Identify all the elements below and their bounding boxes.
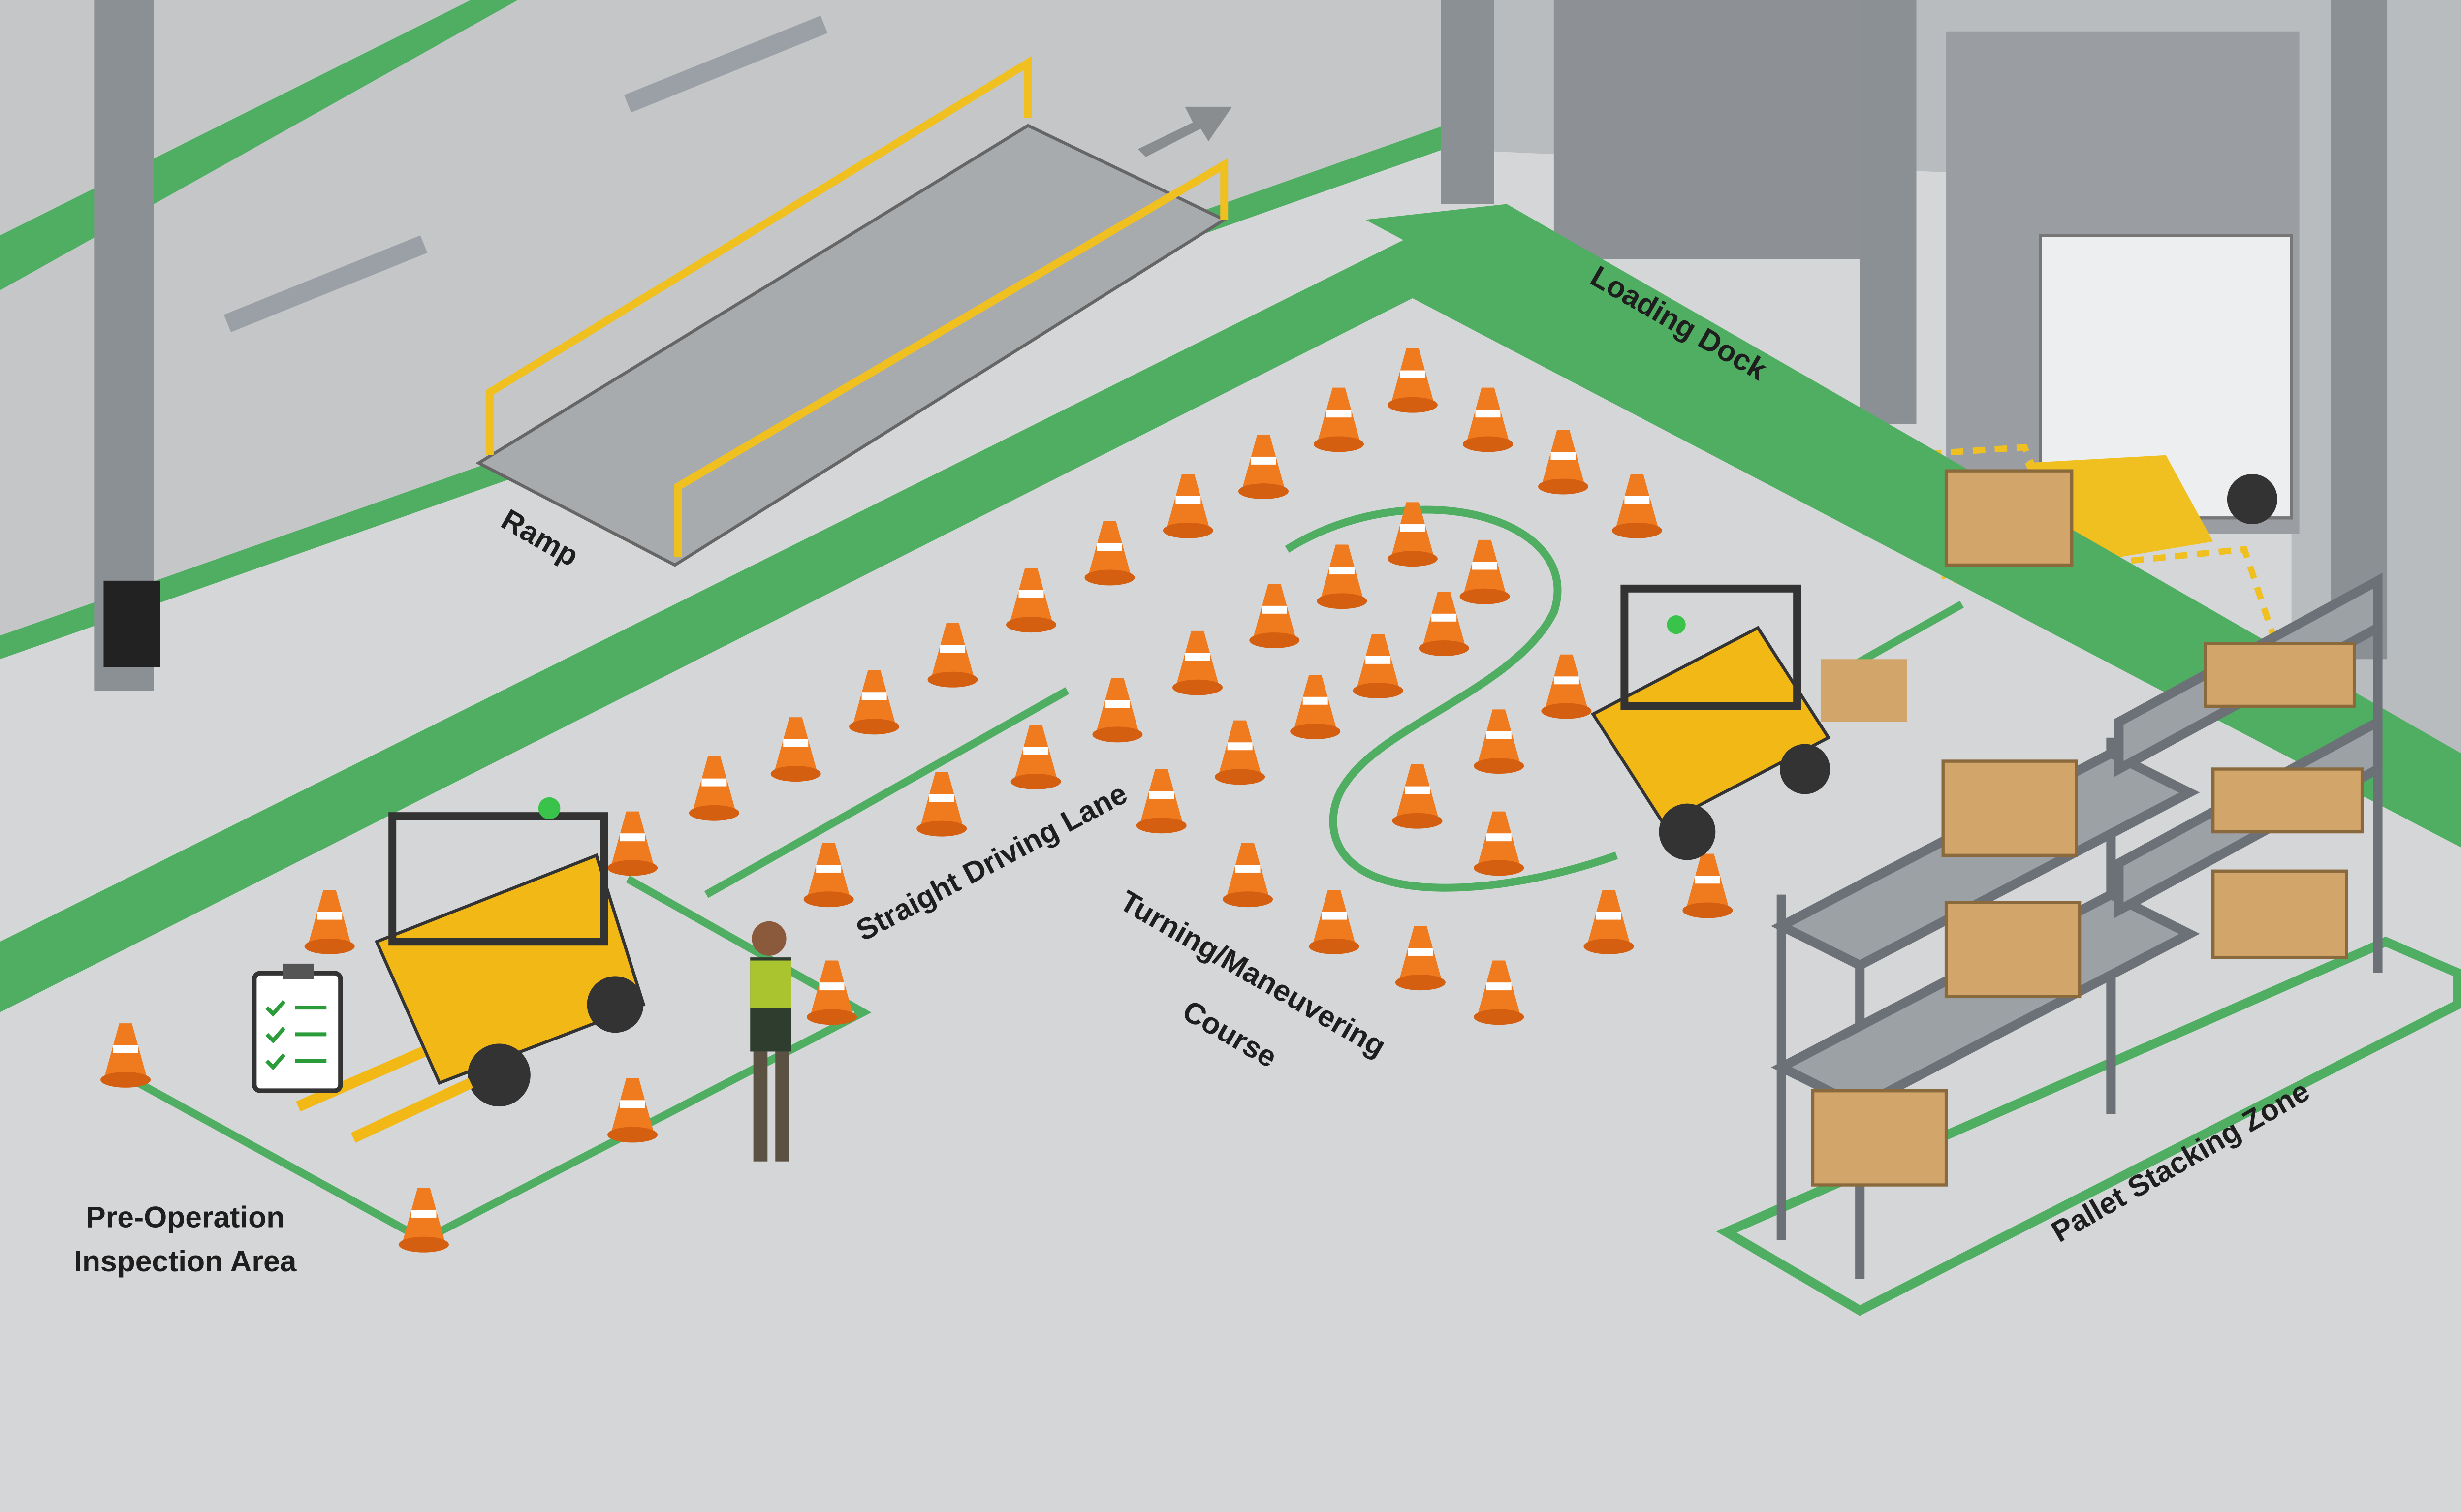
label-inspection-1: Pre-Operation: [86, 1200, 284, 1234]
traffic-cone-icon: [1092, 678, 1143, 743]
traffic-cone-icon: [807, 960, 857, 1025]
column: [1860, 0, 1917, 424]
column: [94, 0, 154, 691]
traffic-cone-icon: [1459, 539, 1510, 604]
pallet-box-icon: [1811, 469, 2364, 1187]
traffic-cone-icon: [607, 811, 658, 876]
traffic-cone-icon: [304, 890, 355, 954]
label-turning-course-2: Course: [1177, 994, 1283, 1074]
traffic-cone-icon: [1474, 709, 1524, 774]
traffic-cone-icon: [1462, 387, 1513, 452]
straight-lane-arrow: [704, 687, 1070, 898]
traffic-cone-icon: [1249, 584, 1300, 648]
ramp-railing: [674, 158, 1229, 558]
traffic-cones: [100, 348, 1733, 1253]
traffic-cone-icon: [1317, 544, 1367, 609]
traffic-cone-icon: [849, 670, 900, 735]
column-guard: [103, 580, 160, 667]
ceiling-light: [223, 235, 428, 332]
traffic-cone-icon: [1006, 568, 1057, 633]
clipboard-checklist-icon: [252, 963, 343, 1093]
traffic-cone-icon: [1215, 720, 1265, 785]
traffic-cone-icon: [1392, 764, 1443, 829]
traffic-cone-icon: [689, 756, 739, 821]
traffic-cone-icon: [100, 1023, 151, 1088]
forklift-training-diagram: Ramp Loading Dock Straight Driving Lane …: [0, 0, 2461, 1316]
traffic-cone-icon: [1172, 630, 1223, 695]
pallet-rack: [1771, 572, 2383, 1279]
traffic-cone-icon: [1314, 387, 1364, 452]
forklift-icon: [1591, 584, 1907, 860]
label-straight-driving-lane: Straight Driving Lane: [851, 776, 1133, 947]
traffic-cone-icon: [927, 623, 978, 688]
traffic-cone-icon: [1290, 675, 1341, 739]
traffic-cone-icon: [1474, 960, 1524, 1025]
traffic-cone-icon: [1611, 474, 1662, 538]
label-pallet-stacking-zone: Pallet Stacking Zone: [2046, 1074, 2315, 1249]
ramp-railing: [485, 56, 1032, 455]
dock-door-1: [1553, 0, 1860, 259]
turning-course-path: [1285, 505, 1618, 892]
traffic-cone-icon: [1387, 502, 1438, 567]
traffic-cone-icon: [1387, 348, 1438, 413]
traffic-cone-icon: [1084, 521, 1135, 586]
column: [1441, 0, 1494, 204]
floor-green-lane-dock: [1365, 204, 2461, 785]
forklift-icon: [296, 797, 646, 1143]
traffic-cone-icon: [770, 717, 821, 782]
traffic-cone-icon: [1163, 474, 1213, 538]
traffic-cone-icon: [1541, 654, 1592, 719]
pallet-zone-outline: [1716, 936, 2461, 1316]
traffic-cone-icon: [1353, 634, 1403, 698]
ceiling-light: [624, 15, 828, 113]
column: [2331, 0, 2388, 660]
traffic-cone-icon: [916, 772, 967, 837]
traffic-cone-icon: [1682, 853, 1733, 918]
traffic-cone-icon: [398, 1188, 449, 1253]
traffic-cone-icon: [1538, 430, 1589, 495]
traffic-cone-icon: [1474, 811, 1524, 876]
label-inspection-2: Inspection Area: [74, 1244, 297, 1278]
traffic-cone-icon: [803, 843, 854, 908]
traffic-cone-icon: [1223, 843, 1273, 908]
inspector-person: [750, 921, 791, 1162]
traffic-cone-icon: [1238, 435, 1289, 500]
direction-arrow-icon: [1137, 106, 1232, 157]
traffic-cone-icon: [607, 1078, 658, 1143]
traffic-cone-icon: [1010, 725, 1061, 789]
label-ramp: Ramp: [496, 503, 585, 573]
traffic-cone-icon: [1419, 592, 1469, 656]
traffic-cone-icon: [1309, 890, 1359, 954]
traffic-cone-icon: [1395, 926, 1446, 991]
traffic-cone-icon: [1136, 769, 1187, 834]
truck-wheel: [2227, 474, 2277, 525]
traffic-cone-icon: [1583, 890, 1634, 954]
